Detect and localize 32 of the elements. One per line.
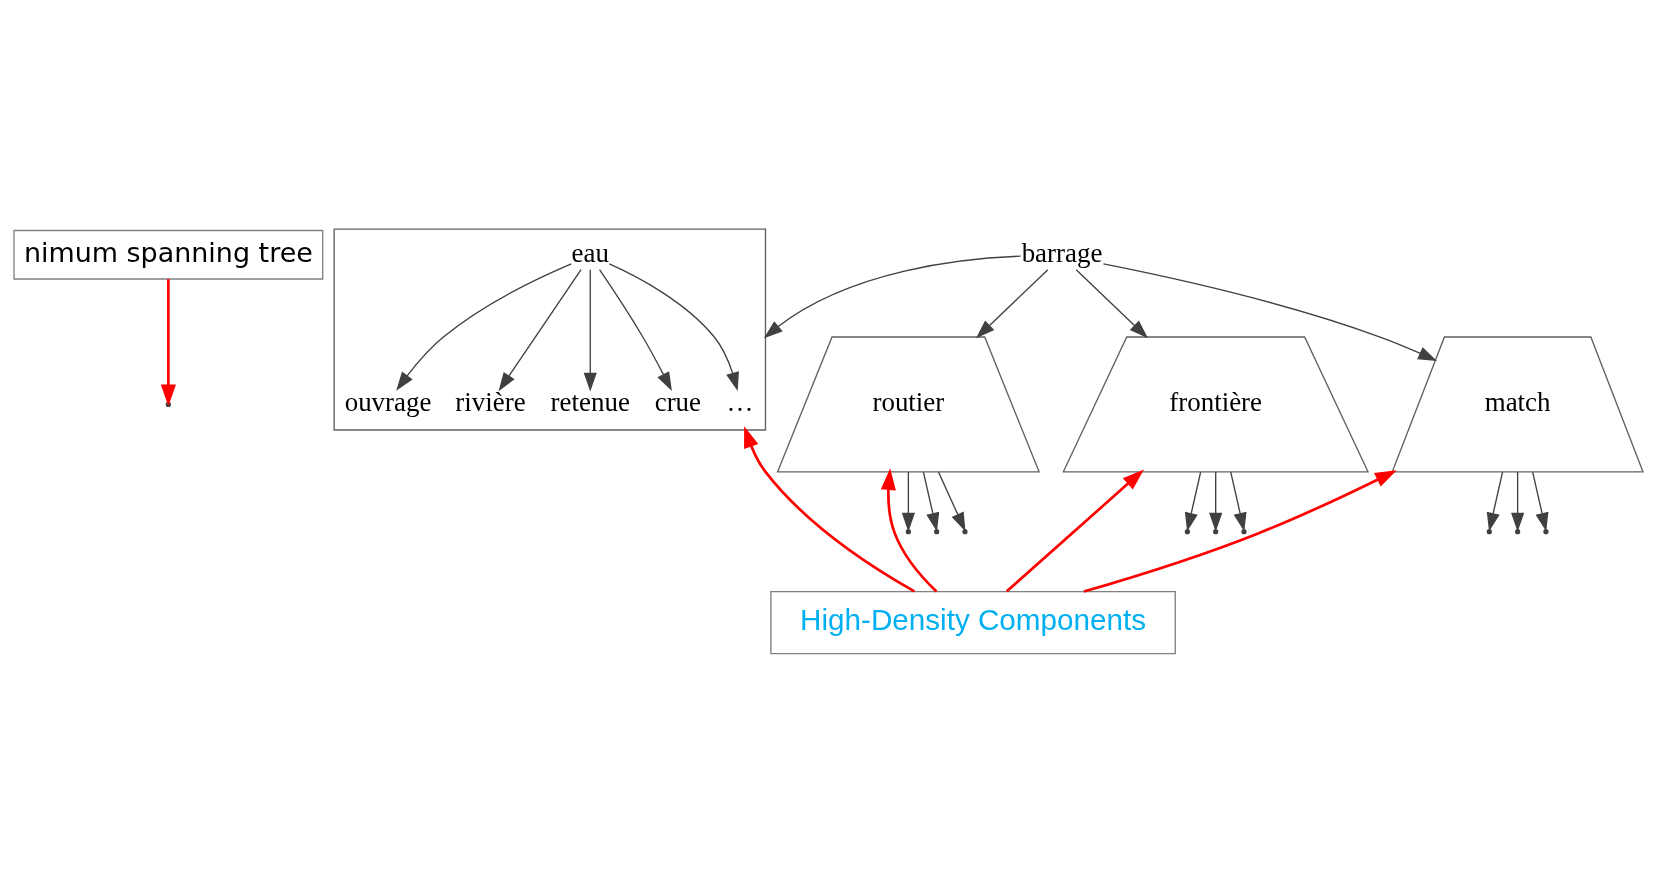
arrow <box>608 262 739 391</box>
arrow <box>498 268 582 391</box>
node-text: … <box>726 386 754 417</box>
arrow <box>1486 470 1504 532</box>
node-text: barrage <box>1021 237 1103 268</box>
node-text: rivière <box>455 386 526 417</box>
arrow <box>1075 268 1149 338</box>
arrow <box>880 467 938 592</box>
arrow <box>1184 470 1202 532</box>
arrow <box>598 268 672 391</box>
arrow <box>583 268 597 392</box>
arrow <box>763 255 1022 338</box>
arrow <box>922 470 940 532</box>
node-text: ouvrage <box>344 386 432 417</box>
arrow <box>1209 470 1223 532</box>
cluster <box>333 228 767 431</box>
arrow <box>1532 470 1549 532</box>
node-text: retenue <box>550 386 630 417</box>
arrow <box>1083 469 1397 593</box>
node-text: crue <box>654 386 702 417</box>
arrow <box>901 470 915 532</box>
arrow <box>937 470 966 531</box>
arrow <box>1230 470 1247 532</box>
node-text: eau <box>571 237 609 268</box>
arrow <box>1102 262 1437 361</box>
arrow <box>976 268 1049 338</box>
node-box: nimum spanning tree <box>13 229 324 280</box>
arrow <box>396 262 572 391</box>
arrow <box>1005 468 1144 592</box>
node-box: High-Density Components <box>770 590 1176 654</box>
arrow <box>1511 470 1525 532</box>
arrow <box>744 425 916 593</box>
